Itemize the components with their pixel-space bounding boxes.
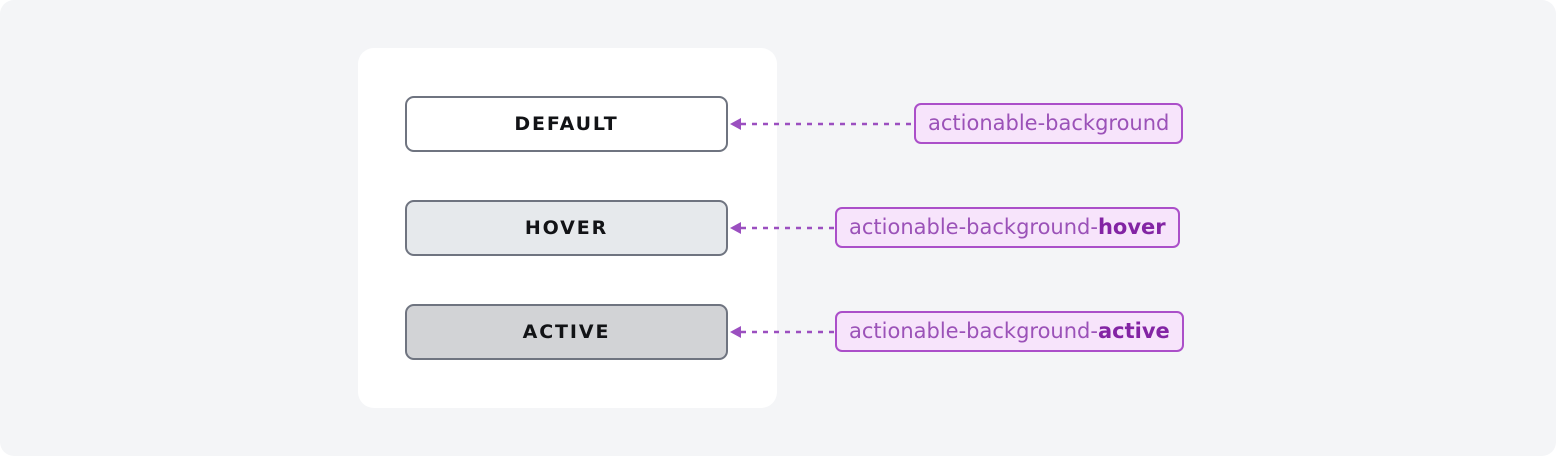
token-tag-active-suffix: active <box>1097 319 1170 343</box>
button-default-label: DEFAULT <box>514 112 619 135</box>
left-arrow-dashed-icon <box>730 118 916 130</box>
token-tag-active-prefix: actionable-background- <box>849 319 1098 343</box>
connector-default <box>730 114 916 134</box>
token-tag-default-prefix: actionable-background <box>928 111 1170 135</box>
connector-active <box>730 322 836 342</box>
button-active-label: ACTIVE <box>522 320 611 343</box>
button-active[interactable]: ACTIVE <box>405 304 728 360</box>
token-tag-default: actionable-background <box>914 103 1184 144</box>
button-hover-label: HOVER <box>524 216 609 239</box>
connector-hover <box>730 218 836 238</box>
token-tag-active: actionable-background- active <box>835 311 1184 352</box>
button-hover[interactable]: HOVER <box>405 200 728 256</box>
left-arrow-dashed-icon <box>730 222 836 234</box>
token-tag-hover-suffix: hover <box>1097 215 1166 239</box>
token-tag-hover: actionable-background- hover <box>835 207 1180 248</box>
token-tag-hover-prefix: actionable-background- <box>849 215 1098 239</box>
button-default[interactable]: DEFAULT <box>405 96 728 152</box>
left-arrow-dashed-icon <box>730 326 836 338</box>
